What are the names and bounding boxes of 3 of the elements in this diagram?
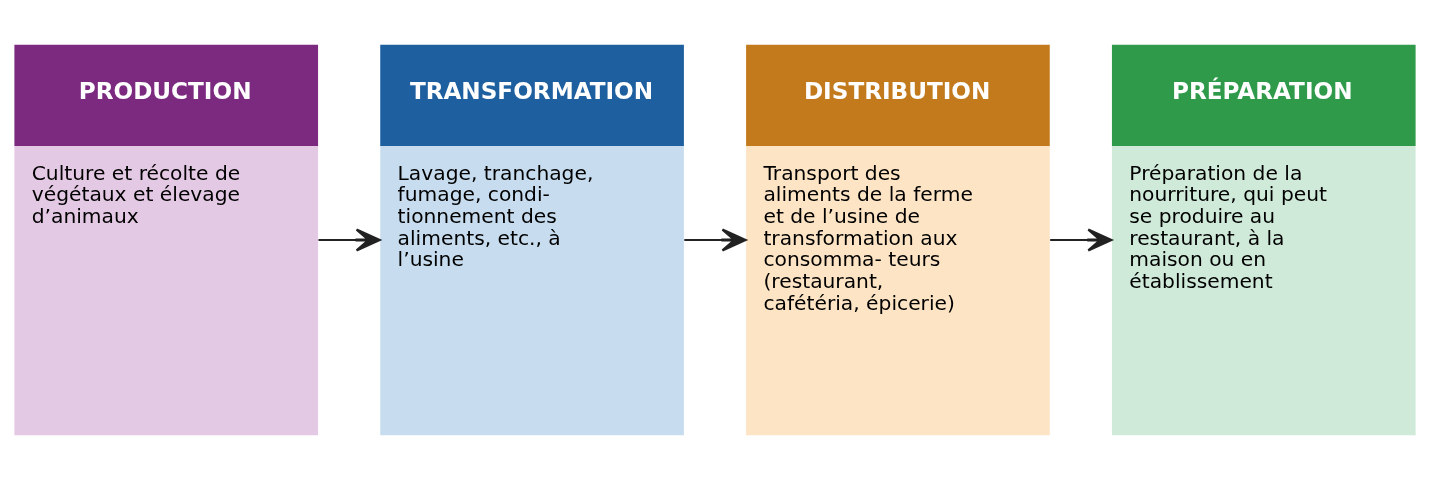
arrow	[684, 228, 747, 252]
arrow	[318, 228, 381, 252]
arrow	[1050, 228, 1113, 252]
